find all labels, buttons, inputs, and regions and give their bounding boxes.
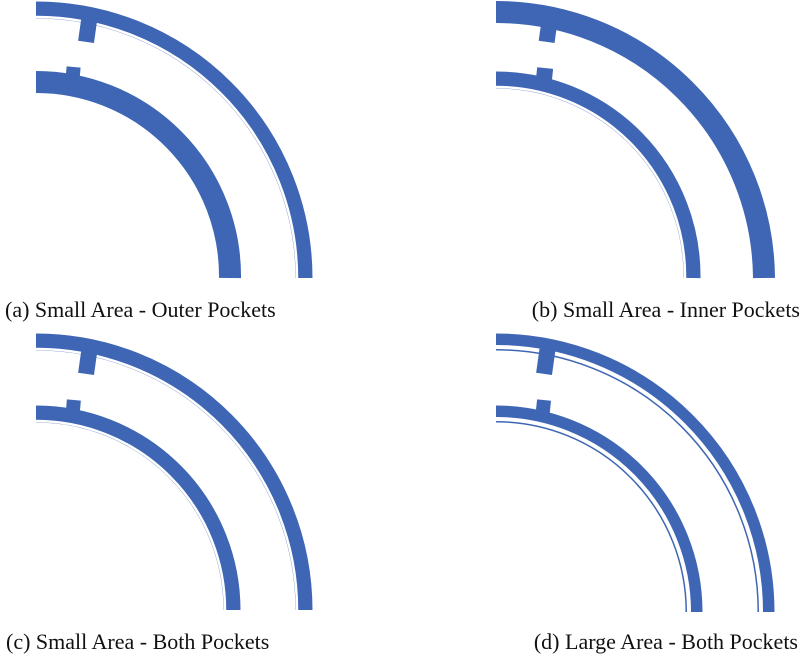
- panel-c: (c) Small Area - Both Pockets: [0, 332, 400, 663]
- outer-pocket: [35, 347, 299, 611]
- ring-diagram-c: [35, 333, 313, 611]
- inner-pocket: [35, 419, 227, 611]
- inner-ring: [35, 66, 242, 279]
- inner-pocket: [495, 417, 691, 613]
- outer-pocket: [495, 345, 763, 613]
- outer-key-tab: [78, 345, 98, 375]
- outer-ring: [495, 1, 775, 279]
- outer-ring: [35, 1, 313, 279]
- caption-c: (c) Small Area - Both Pockets: [6, 629, 270, 654]
- outer-ring: [495, 333, 775, 613]
- inner-ring: [35, 399, 241, 611]
- caption-b: (b) Small Area - Inner Pockets: [531, 297, 800, 322]
- caption-a: (a) Small Area - Outer Pockets: [5, 297, 276, 322]
- ring-diagram-a: [35, 1, 313, 279]
- inner-ring: [495, 399, 703, 613]
- inner-pocket: [495, 85, 687, 279]
- ring-diagram-d: [495, 333, 775, 613]
- ring-diagram-b: [495, 1, 775, 279]
- outer-key-tab: [538, 20, 558, 44]
- inner-key-tab: [534, 399, 552, 421]
- inner-key-tab: [534, 67, 554, 91]
- inner-ring: [495, 67, 701, 279]
- outer-ring: [35, 333, 313, 611]
- outer-key-tab: [536, 345, 556, 375]
- caption-d: (d) Large Area - Both Pockets: [533, 629, 798, 654]
- inner-key-tab: [65, 66, 81, 82]
- panel-a: (a) Small Area - Outer Pockets: [0, 0, 400, 331]
- panel-d: (d) Large Area - Both Pockets: [400, 332, 800, 663]
- outer-key-tab: [78, 13, 98, 43]
- panel-b: (b) Small Area - Inner Pockets: [400, 0, 800, 331]
- inner-key-tab: [65, 399, 81, 421]
